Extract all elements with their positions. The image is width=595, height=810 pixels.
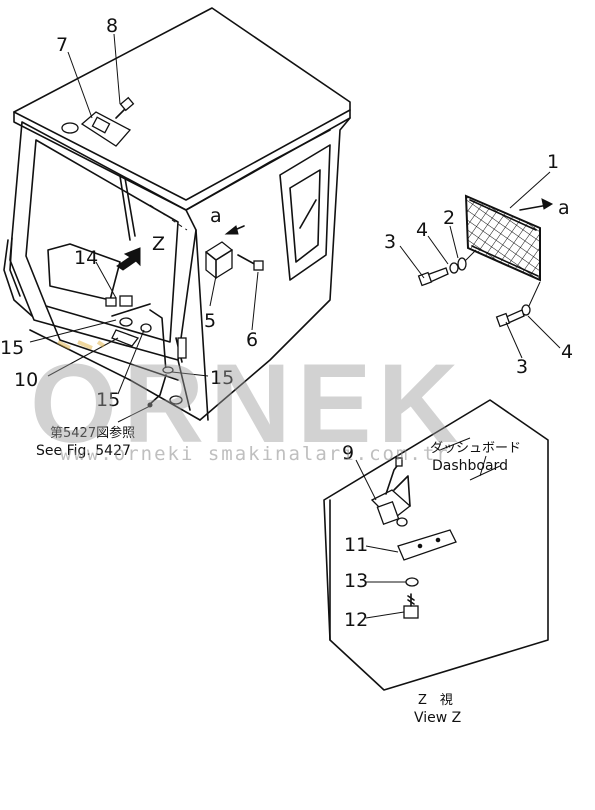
callout-1: 1 (547, 151, 559, 173)
dashboard-jp: ダッシュボード (430, 441, 521, 456)
dashboard-body (323, 399, 549, 691)
net-bolts-lower (495, 281, 541, 328)
view-a-label-right: a (558, 197, 570, 219)
view-z-jp: Z 視 (418, 693, 453, 708)
switch-block (205, 241, 264, 279)
callout-14: 14 (74, 247, 98, 269)
callout-15-bottom: 15 (96, 389, 120, 411)
dashboard-bracket (397, 529, 457, 561)
callout-3-upper: 3 (384, 231, 396, 253)
watermark-brand: ORNEK (30, 341, 464, 466)
see-fig-jp: 第5427図参照 (50, 425, 135, 441)
callout-11: 11 (344, 534, 368, 556)
see-fig-en: See Fig. 5427 (36, 443, 131, 459)
view-z-en: View Z (414, 710, 461, 726)
dashboard-bolt (403, 577, 419, 619)
callout-4-lower: 4 (561, 341, 573, 363)
callout-4-upper: 4 (416, 219, 428, 241)
view-z-arrow (116, 247, 141, 271)
callout-6: 6 (246, 329, 258, 351)
callout-15-left: 15 (0, 337, 24, 359)
dashboard-switch (370, 457, 412, 527)
watermark: ORNEK www.orneki smakinalari.com.tr (30, 340, 464, 466)
watermark-site: www.orneki smakinalari.com.tr (60, 443, 450, 465)
callout-5: 5 (204, 310, 216, 332)
leader-lines (29, 33, 561, 619)
callout-9: 9 (342, 442, 354, 464)
callout-15-right: 15 (210, 367, 234, 389)
cab-lamp (61, 96, 135, 147)
callout-3-lower: 3 (516, 356, 528, 378)
cab-harness (105, 295, 187, 408)
net-bolts-upper (417, 249, 477, 287)
view-a-arrow-left (224, 225, 245, 235)
callout-2: 2 (443, 207, 455, 229)
cab-drawing (3, 7, 351, 421)
callout-8: 8 (106, 15, 118, 37)
net-panel (464, 194, 541, 282)
callout-13: 13 (344, 570, 368, 592)
view-z-label: Z (152, 233, 165, 255)
dashboard-en: Dashboard (432, 458, 508, 474)
view-a-label-left: a (210, 205, 222, 227)
net-view-a-arrow (519, 198, 554, 211)
callout-12: 12 (344, 609, 368, 631)
callout-numbers: 1 2 3 4 3 4 5 6 7 8 9 10 11 12 13 14 15 … (0, 15, 573, 631)
callout-10: 10 (14, 369, 38, 391)
callout-7: 7 (56, 34, 68, 56)
